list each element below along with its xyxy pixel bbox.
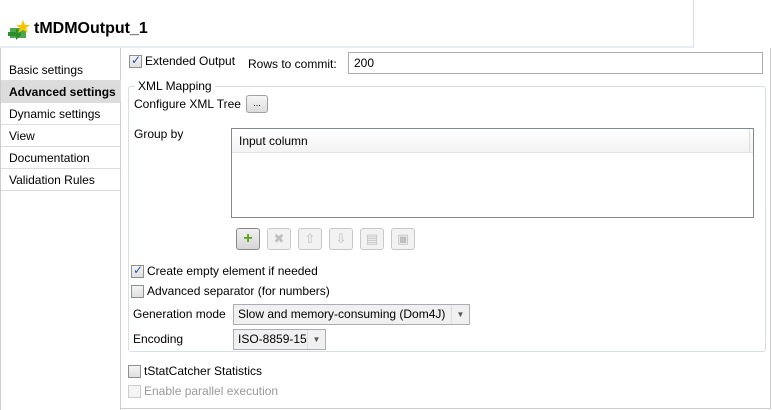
configure-xml-tree-button[interactable]: ... (246, 95, 268, 113)
arrow-up-icon: ⇧ (304, 231, 316, 246)
rows-to-commit-label: Rows to commit: (248, 57, 337, 71)
generation-mode-label: Generation mode (133, 307, 226, 321)
sidebar-item-documentation[interactable]: Documentation (1, 147, 121, 169)
copy-icon: ▤ (365, 231, 379, 246)
settings-sidebar: Basic settings Advanced settings Dynamic… (0, 48, 121, 410)
extended-output-label: Extended Output (145, 54, 236, 68)
generation-mode-select[interactable]: Slow and memory-consuming (Dom4J) ▼ (233, 304, 470, 325)
column-header-input-column[interactable]: Input column (239, 134, 308, 148)
move-up-button[interactable]: ⇧ (298, 228, 322, 250)
create-empty-element-checkbox[interactable] (131, 263, 144, 278)
encoding-label: Encoding (133, 332, 184, 346)
encoding-select[interactable]: ISO-8859-15 ▼ (233, 329, 326, 350)
move-down-button[interactable]: ⇩ (329, 228, 353, 250)
tstatcatcher-checkbox[interactable] (128, 365, 141, 378)
delete-icon: ✖ (273, 231, 285, 246)
arrow-down-icon: ⇩ (335, 231, 347, 246)
tstatcatcher-label: tStatCatcher Statistics (144, 364, 263, 378)
xml-mapping-group (128, 86, 766, 352)
group-by-table[interactable]: Input column (231, 128, 754, 218)
sidebar-item-basic-settings[interactable]: Basic settings (1, 59, 121, 81)
generation-mode-value: Slow and memory-consuming (Dom4J) (238, 307, 446, 321)
sidebar-item-view[interactable]: View (1, 125, 121, 147)
add-row-button[interactable]: + (236, 228, 260, 250)
component-header: tMDMOutput_1 (0, 0, 694, 48)
tmdm-component-icon (8, 20, 30, 40)
main-panel (121, 48, 771, 409)
copy-button[interactable]: ▤ (360, 228, 384, 250)
group-by-label: Group by (134, 127, 184, 141)
plus-icon: + (243, 230, 253, 247)
chevron-down-icon: ▼ (451, 305, 469, 324)
parallel-execution-label: Enable parallel execution (144, 384, 279, 398)
sidebar-item-validation-rules[interactable]: Validation Rules (1, 169, 121, 191)
rows-to-commit-input[interactable]: 200 (348, 52, 763, 74)
paste-button[interactable]: ▣ (391, 228, 415, 250)
xml-mapping-legend: XML Mapping (135, 79, 215, 93)
paste-icon: ▣ (396, 231, 410, 246)
remove-row-button[interactable]: ✖ (267, 228, 291, 250)
extended-output-checkbox[interactable] (129, 53, 142, 68)
create-empty-element-label: Create empty element if needed (147, 264, 318, 278)
configure-xml-tree-label: Configure XML Tree (134, 97, 241, 111)
sidebar-item-dynamic-settings[interactable]: Dynamic settings (1, 103, 121, 125)
advanced-separator-label: Advanced separator (for numbers) (147, 284, 330, 298)
chevron-down-icon: ▼ (307, 330, 325, 349)
encoding-value: ISO-8859-15 (238, 332, 307, 346)
table-header-row: Input column (232, 129, 753, 153)
sidebar-item-advanced-settings[interactable]: Advanced settings (1, 81, 121, 103)
parallel-execution-checkbox[interactable] (128, 385, 141, 398)
component-title: tMDMOutput_1 (34, 20, 148, 37)
advanced-separator-checkbox[interactable] (131, 285, 144, 298)
